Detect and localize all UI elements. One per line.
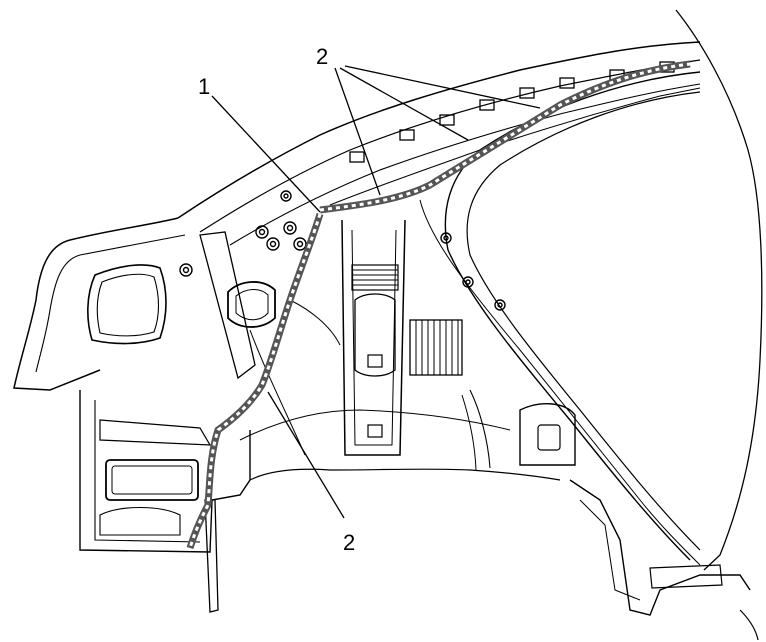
leader-2c	[344, 65, 541, 109]
rear-quarter-outline	[13, 217, 179, 391]
c-pillar-window	[354, 293, 396, 377]
leader-2b	[339, 67, 469, 141]
tail-lamp-opening-inner	[96, 273, 160, 337]
rear-quarter-inner	[35, 234, 186, 373]
right-door-bracket	[519, 403, 576, 466]
wiring-harness	[186, 60, 691, 550]
c-pillar-inner-right	[351, 229, 397, 446]
rear-panel-slot	[105, 459, 199, 501]
inner-curve-4	[461, 394, 477, 471]
rocker-base-inner	[579, 499, 641, 601]
ribbed-reinforcement	[409, 319, 463, 376]
c-pillar-slot-2	[367, 424, 383, 438]
callout-1: 1	[198, 74, 211, 99]
left-pillar-bracket	[199, 231, 256, 380]
pillar-edge-inner-2	[419, 199, 701, 566]
door-opening-outline	[675, 9, 763, 571]
rear-panel-bracket	[99, 419, 212, 446]
c-pillar-slot-1	[367, 354, 383, 368]
right-door-bracket-hole	[537, 424, 561, 451]
tail-lamp-opening	[87, 264, 167, 345]
lower-rear-panel-inner	[94, 400, 201, 543]
pentagon-opening-inner	[235, 289, 269, 321]
callout-2-bottom: 2	[343, 530, 356, 555]
wheelhouse-arch	[249, 468, 561, 481]
door-opening-inner-outline	[739, 609, 759, 641]
c-pillar-inner-left	[341, 219, 406, 456]
roof-rail-outline	[177, 41, 701, 219]
inner-diagonal-2	[289, 299, 341, 346]
wheelhouse-arch-2	[239, 409, 511, 441]
roof-rail-inner	[199, 59, 701, 233]
pillar-edge-inner	[466, 91, 701, 551]
callout-2-top: 2	[316, 44, 329, 69]
leader-2-bottom	[267, 391, 345, 519]
inner-diagonal-1	[249, 329, 306, 456]
sill-box	[649, 564, 723, 589]
ribbed-strip-top	[351, 264, 399, 291]
leader-2a	[334, 67, 381, 196]
inner-curve-3	[469, 389, 491, 469]
leader-1	[211, 95, 321, 213]
rear-panel-slot-inner	[111, 465, 193, 495]
leader-lines	[211, 65, 541, 519]
rocker-base	[569, 479, 751, 616]
bolt-row	[179, 190, 506, 311]
pentagon-opening	[227, 281, 276, 328]
rear-panel-lower-shape	[99, 506, 181, 536]
roof-rail-inner-2	[229, 83, 701, 246]
